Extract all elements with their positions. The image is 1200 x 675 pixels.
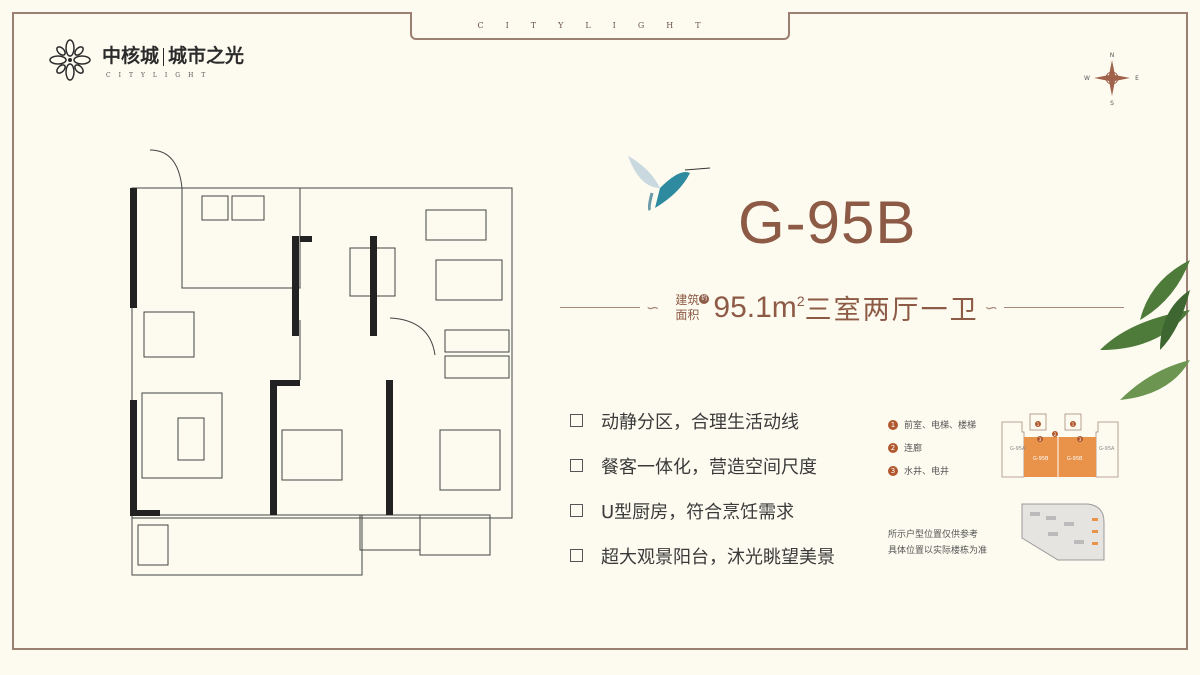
compass-icon: N E S W bbox=[1084, 52, 1139, 106]
svg-text:G-95A: G-95A bbox=[1099, 446, 1115, 452]
unit-title: G-95B bbox=[738, 189, 917, 256]
feature-text: 超大观景阳台，沐光眺望美景 bbox=[601, 546, 835, 568]
svg-text:3: 3 bbox=[1039, 437, 1042, 442]
area-badge: 约 bbox=[699, 293, 710, 304]
note-line: 具体位置以实际楼栋为准 bbox=[888, 546, 988, 556]
area-value: 95.1m bbox=[713, 290, 797, 324]
legend-item: 3 水井、电井 bbox=[888, 459, 976, 482]
area-label-1: 建筑 bbox=[675, 292, 700, 307]
svg-text:G-95B: G-95B bbox=[1067, 456, 1083, 462]
position-note: 所示户型位置仅供参考具体位置以实际楼栋为准 bbox=[888, 527, 987, 559]
scroll-ornament-icon: ∽ bbox=[984, 298, 999, 317]
legend-item: 1 前室、电梯、楼梯 bbox=[888, 413, 976, 436]
legend-number: 3 bbox=[888, 465, 898, 476]
legend-item: 2 连廊 bbox=[888, 436, 976, 459]
logo-subtitle: CITYLIGHT bbox=[106, 72, 214, 79]
legend-label: 水井、电井 bbox=[904, 467, 950, 477]
checkbox-icon bbox=[570, 459, 583, 472]
svg-text:W: W bbox=[1084, 75, 1090, 82]
area-label-2: 面积 bbox=[675, 307, 700, 322]
legend-label: 连廊 bbox=[904, 444, 923, 454]
svg-text:3: 3 bbox=[1079, 437, 1082, 442]
area-unit-sup: 2 bbox=[796, 292, 805, 309]
floor-plan bbox=[130, 149, 513, 576]
feature-list: 动静分区，合理生活动线 餐客一体化，营造空间尺度 U型厨房，符合烹饪需求 超大观… bbox=[570, 398, 835, 578]
logo-flower-icon bbox=[49, 39, 91, 81]
feature-item: 餐客一体化，营造空间尺度 bbox=[570, 443, 835, 488]
legend-number: 2 bbox=[888, 442, 898, 453]
logo-project: 城市之光 bbox=[168, 45, 245, 67]
note-line: 所示户型位置仅供参考 bbox=[888, 530, 979, 540]
legend-label: 前室、电梯、楼梯 bbox=[904, 421, 977, 431]
legend-number: 1 bbox=[888, 419, 898, 430]
key-plan: G-95A G-95B G-95B G-95A 1 1 2 3 3 bbox=[1001, 413, 1119, 478]
keyplan-legend: 1 前室、电梯、楼梯 2 连廊 3 水井、电井 bbox=[888, 413, 976, 482]
svg-text:E: E bbox=[1135, 75, 1139, 82]
svg-text:S: S bbox=[1110, 100, 1114, 106]
checkbox-icon bbox=[570, 504, 583, 517]
banner-text: CITYLIGHT bbox=[477, 20, 723, 30]
feature-text: 动静分区，合理生活动线 bbox=[601, 411, 799, 433]
feature-item: 超大观景阳台，沐光眺望美景 bbox=[570, 533, 835, 578]
area-line: ∽ 建筑面积 约 95.1m2 三室两厅一卫 ∽ bbox=[560, 288, 1190, 327]
top-banner: CITYLIGHT bbox=[410, 12, 790, 40]
leaf-decoration bbox=[1100, 260, 1190, 400]
feature-text: 餐客一体化，营造空间尺度 bbox=[601, 456, 817, 478]
svg-text:G-95A: G-95A bbox=[1010, 446, 1026, 452]
logo-brand: 中核城 bbox=[102, 45, 160, 67]
logo: 中核城城市之光 CITYLIGHT bbox=[48, 38, 244, 82]
hummingbird-illustration bbox=[628, 156, 711, 212]
site-map-thumbnail bbox=[1021, 503, 1105, 561]
checkbox-icon bbox=[570, 549, 583, 562]
svg-text:G-95B: G-95B bbox=[1033, 456, 1049, 462]
scroll-ornament-icon: ∽ bbox=[646, 298, 660, 317]
room-layout: 三室两厅一卫 bbox=[804, 295, 979, 326]
checkbox-icon bbox=[570, 414, 583, 427]
svg-text:1: 1 bbox=[1072, 422, 1075, 427]
feature-item: 动静分区，合理生活动线 bbox=[570, 398, 835, 443]
svg-text:N: N bbox=[1110, 52, 1115, 59]
svg-text:1: 1 bbox=[1037, 422, 1040, 427]
feature-item: U型厨房，符合烹饪需求 bbox=[570, 488, 835, 533]
svg-text:2: 2 bbox=[1054, 432, 1057, 437]
feature-text: U型厨房，符合烹饪需求 bbox=[601, 501, 795, 523]
